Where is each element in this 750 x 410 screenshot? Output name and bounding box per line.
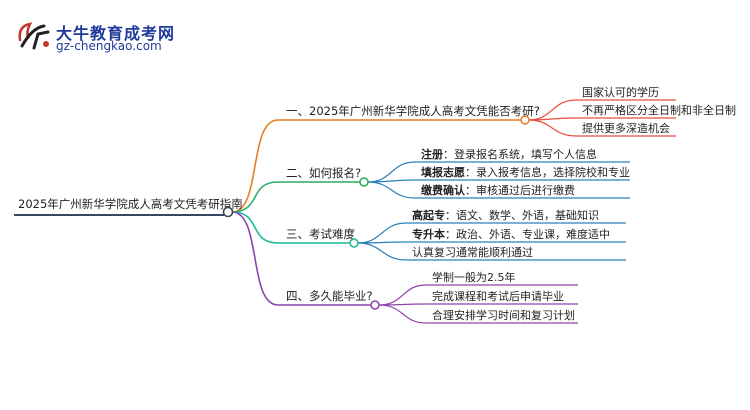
connector-lines xyxy=(14,99,676,324)
leaf-label-bold: 缴费确认 xyxy=(421,183,466,197)
leaf-connector xyxy=(367,181,416,199)
leaf-connector xyxy=(528,119,577,137)
leaf-label: 不再严格区分全日制和非全日制 xyxy=(582,103,736,117)
bull-logo-icon xyxy=(18,22,50,50)
branch-nodes xyxy=(222,115,530,310)
leaf-label-text: 完成课程和考试后申请毕业 xyxy=(432,289,564,303)
leaf-label: 提供更多深造机会 xyxy=(582,121,670,135)
brand-logo: 大牛教育成考网 gz-chengkao.com xyxy=(14,18,174,56)
leaf-connector xyxy=(378,284,427,306)
branch-connector xyxy=(231,181,279,213)
branch-node xyxy=(359,177,369,187)
leaf-label: 完成课程和考试后申请毕业 xyxy=(432,289,564,303)
leaf-label-bold: 填报志愿 xyxy=(421,165,465,179)
brand-title: 大牛教育成考网 xyxy=(56,24,176,43)
leaf-label: 注册：登录报名系统，填写个人信息 xyxy=(421,147,597,161)
root-label: 2025年广州新华学院成人高考文凭考研指南 xyxy=(18,197,243,211)
leaf-connector xyxy=(378,304,427,324)
leaf-label: 认真复习通常能顺利通过 xyxy=(412,245,533,259)
branch-node xyxy=(349,238,359,248)
leaf-label-text: ：登录报名系统，填写个人信息 xyxy=(443,147,597,161)
leaf-label: 填报志愿：录入报考信息，选择院校和专业 xyxy=(421,165,630,179)
leaf-label-text: ：语文、数学、外语，基础知识 xyxy=(445,208,599,222)
leaf-label: 国家认可的学历 xyxy=(582,85,659,99)
branch-connector xyxy=(231,211,279,306)
leaf-label: 高起专：语文、数学、外语，基础知识 xyxy=(412,208,599,222)
leaf-connector xyxy=(357,222,407,244)
leaf-label-text: ：录入报考信息，选择院校和专业 xyxy=(465,165,630,179)
branch-label: 三、考试难度 xyxy=(286,227,355,241)
leaf-label: 合理安排学习时间和复习计划 xyxy=(432,308,575,322)
leaf-label-text: 提供更多深造机会 xyxy=(582,121,670,135)
leaf-label-text: ：政治、外语、专业课，难度适中 xyxy=(445,227,610,241)
leaf-label-text: ：审核通过后进行缴费 xyxy=(465,183,575,197)
brand-url: gz-chengkao.com xyxy=(56,39,162,53)
leaf-connector xyxy=(367,161,416,183)
root-node xyxy=(222,206,234,218)
branch-node xyxy=(370,300,380,310)
leaf-label-bold: 注册 xyxy=(421,147,443,161)
leaf-connector xyxy=(357,242,407,261)
branch-connector xyxy=(231,119,279,213)
leaf-label-text: 学制一般为2.5年 xyxy=(432,270,516,284)
branch-node xyxy=(520,115,530,125)
branch-label: 一、2025年广州新华学院成人高考文凭能否考研? xyxy=(286,104,540,118)
leaf-label: 缴费确认：审核通过后进行缴费 xyxy=(421,183,575,197)
leaf-label-text: 国家认可的学历 xyxy=(582,85,659,99)
leaf-label-text: 认真复习通常能顺利通过 xyxy=(412,245,533,259)
branch-label: 二、如何报名? xyxy=(286,166,361,180)
leaf-label: 学制一般为2.5年 xyxy=(432,270,516,284)
leaf-label: 专升本：政治、外语、专业课，难度适中 xyxy=(412,227,610,241)
branch-label: 四、多久能毕业? xyxy=(286,289,373,303)
leaf-label-text: 合理安排学习时间和复习计划 xyxy=(432,308,575,322)
node-labels: 2025年广州新华学院成人高考文凭考研指南 一、2025年广州新华学院成人高考文凭… xyxy=(18,85,736,322)
leaf-label-bold: 专升本 xyxy=(412,227,445,241)
leaf-label-text: 不再严格区分全日制和非全日制 xyxy=(582,103,736,117)
branch-connector xyxy=(231,211,279,244)
leaf-label-bold: 高起专 xyxy=(412,208,445,222)
